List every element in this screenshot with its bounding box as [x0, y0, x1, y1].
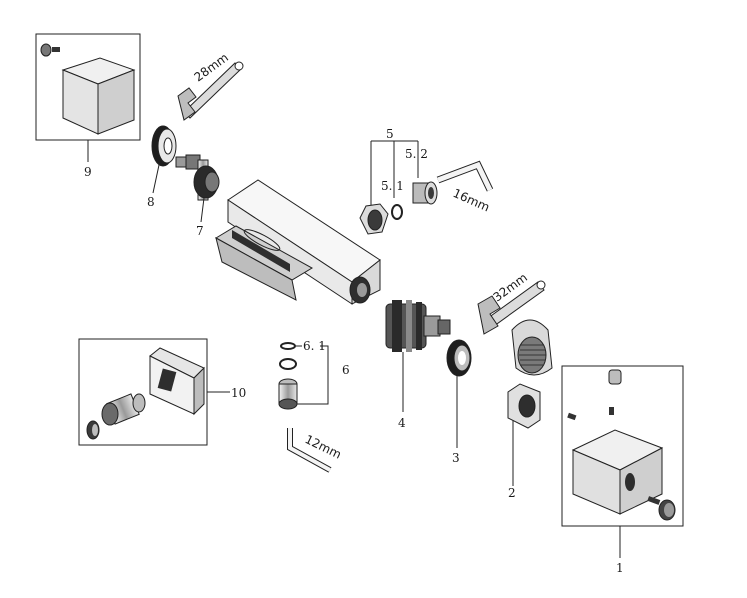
part-9-cube [61, 57, 136, 135]
part-4-cartridge [385, 300, 451, 412]
label-8: 8 [147, 195, 155, 209]
hex-key-16mm [436, 160, 494, 192]
part-5-hex-nut [359, 203, 389, 235]
part-1-handle-box [561, 365, 684, 558]
hex-key-12mm [287, 428, 332, 473]
part-7-cartridge [175, 154, 220, 223]
part-5-1-ring [391, 204, 403, 220]
label-3: 3 [452, 451, 460, 465]
part-6-group [278, 342, 329, 410]
part-10-flange-box [78, 338, 230, 446]
part-6-bracket [297, 345, 329, 405]
part-1-cap [608, 369, 622, 385]
part-6-1-washer [280, 342, 296, 350]
label-4: 4 [398, 416, 406, 430]
part-9-cap-box [35, 33, 141, 162]
part-5-2-nipple [412, 181, 438, 205]
label-5: 5 [386, 127, 394, 141]
label-6-1: 6. 1 [303, 339, 326, 353]
part-9-screw [52, 47, 60, 52]
valve-body [214, 179, 381, 305]
part-6-valve [278, 378, 298, 410]
part-1-set-screw-a [567, 412, 577, 421]
part-10-fitting [86, 393, 146, 440]
label-5-1: 5. 1 [381, 179, 404, 193]
label-hex-16mm: 16mm [451, 186, 492, 215]
part-6-oring [279, 358, 297, 370]
label-7: 7 [196, 224, 204, 238]
part-7-leader [200, 197, 205, 223]
part-8-escutcheon [151, 125, 177, 194]
part-5-group [359, 140, 438, 235]
part-10-flange [149, 347, 205, 416]
label-2: 2 [508, 486, 516, 500]
part-1-cube [571, 429, 664, 515]
part-3-nut [446, 339, 472, 448]
wrench-28mm [177, 61, 244, 121]
label-10: 10 [231, 386, 246, 400]
label-9: 9 [84, 165, 92, 179]
part-1-set-screw-b [609, 407, 614, 415]
part-2-handle [507, 319, 553, 486]
label-5-2: 5. 2 [405, 147, 428, 161]
part-9-washer [40, 43, 52, 57]
label-1: 1 [616, 561, 624, 575]
part-8-leader [152, 164, 160, 194]
label-6: 6 [342, 363, 350, 377]
part-1-button [647, 496, 676, 521]
wrench-32mm [477, 280, 546, 335]
